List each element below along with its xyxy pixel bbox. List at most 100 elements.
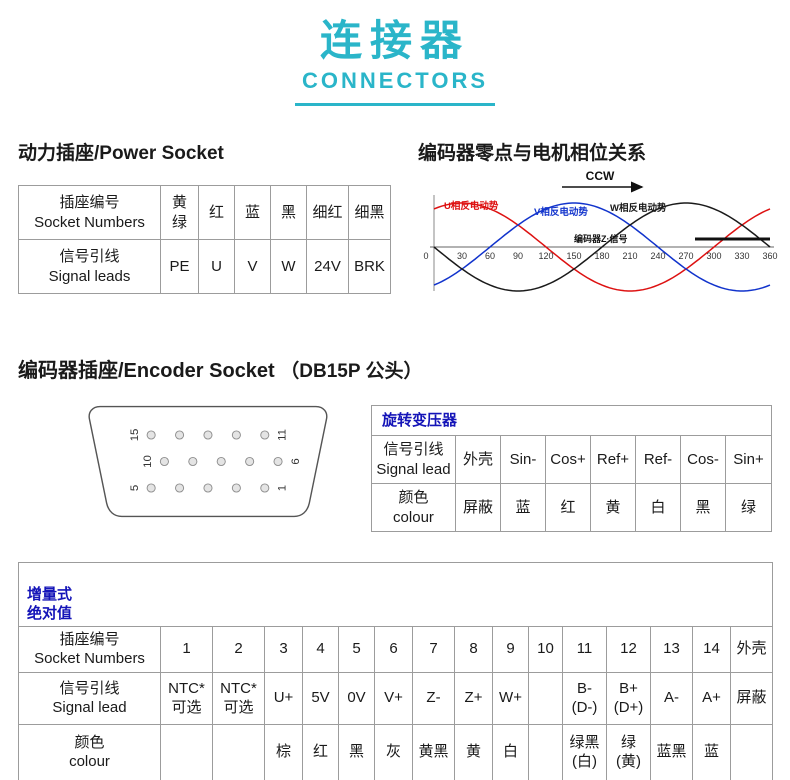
x-tick: 180: [594, 251, 609, 261]
table-cell: 屏蔽: [454, 483, 501, 533]
ccw-label: CCW: [586, 169, 615, 183]
table-cell: 白: [634, 483, 681, 533]
table-cell: 13: [650, 625, 693, 673]
table-cell: 红: [198, 185, 235, 241]
table-cell: 6: [374, 625, 413, 673]
table-cell: 黑: [679, 483, 726, 533]
table-cell: U+: [264, 671, 303, 725]
pin: [175, 430, 185, 440]
table-row: 信号引线 Signal lead NTC* 可选 NTC* 可选 U+ 5V 0…: [18, 671, 774, 725]
pin: [245, 457, 255, 467]
table-row: 插座编号 Socket Numbers 1 2 3 4 5 6 7 8 9 10…: [18, 625, 774, 673]
pin: [175, 483, 185, 493]
pin: [216, 457, 226, 467]
row-label: 信号引线 Signal lead: [370, 435, 456, 485]
table-cell: 8: [454, 625, 493, 673]
pin: [188, 457, 198, 467]
x-tick: 240: [650, 251, 665, 261]
table-cell: 灰: [374, 723, 413, 780]
pin: [231, 430, 241, 440]
row-label: 插座编号 Socket Numbers: [18, 185, 161, 241]
table-cell: Sin+: [724, 435, 773, 485]
table-cell: 蓝: [499, 483, 546, 533]
pin: [146, 430, 156, 440]
table-cell: 绿 (黄): [606, 723, 651, 780]
pin: [203, 430, 213, 440]
table-row: 增量式 绝对值: [17, 562, 774, 627]
table-cell: 10: [528, 625, 563, 673]
wave-w: [433, 202, 771, 292]
table-row: 信号引线 Signal leads PE U V W 24V BRK: [18, 239, 391, 295]
pin-label-15: 15: [129, 429, 141, 442]
table-cell: A+: [692, 671, 731, 725]
v-wave-label: V相反电动势: [534, 206, 588, 218]
table-cell: 11: [562, 625, 607, 673]
table-cell: [528, 671, 563, 725]
table-cell: 3: [264, 625, 303, 673]
phase-chart-svg: CCW 0 30 60 90 120 150 180 210 240 270: [423, 169, 778, 292]
table-cell: [528, 723, 563, 780]
table-cell: 蓝黑: [650, 723, 693, 780]
table-cell: 24V: [306, 239, 349, 295]
wave-u: [433, 202, 771, 292]
table-row: 信号引线 Signal lead 外壳 Sin- Cos+ Ref+ Ref- …: [370, 435, 773, 485]
pin: [231, 483, 241, 493]
origin-tick-label: 0: [423, 251, 428, 261]
table-row: 颜色 colour 棕 红 黑 灰 黄黑 黄 白 绿黑 (白) 绿 (黄) 蓝黑…: [18, 723, 774, 780]
row-label: 颜色 colour: [370, 483, 456, 533]
table-cell: [729, 723, 774, 780]
table-cell: Cos+: [544, 435, 591, 485]
table-cell: [212, 723, 265, 780]
db15-connector-drawing: 15 10 5 11 6 1: [88, 406, 328, 518]
row-label: 信号引线 Signal leads: [18, 239, 161, 295]
encoder-type-header: 增量式 绝对值: [17, 562, 774, 627]
pin: [203, 483, 213, 493]
table-row: 颜色 colour 屏蔽 蓝 红 黄 白 黑 绿: [370, 483, 773, 533]
table-cell: Cos-: [679, 435, 726, 485]
table-cell: 绿黑 (白): [562, 723, 607, 780]
page-header: 连接器 CONNECTORS: [0, 0, 790, 107]
table-cell: 1: [160, 625, 213, 673]
table-cell: BRK: [348, 239, 391, 295]
x-tick: 60: [485, 251, 495, 261]
x-tick: 210: [622, 251, 637, 261]
pin-label-1: 1: [277, 485, 289, 491]
table-cell: 外壳: [729, 625, 774, 673]
db15-outline: [88, 406, 328, 518]
table-cell: 蓝: [692, 723, 731, 780]
power-socket-table: 插座编号 Socket Numbers 黄 绿 红 蓝 黑 细红 细黑 信号引线…: [18, 185, 391, 295]
table-cell: Ref-: [634, 435, 681, 485]
power-socket-heading: 动力插座/Power Socket: [18, 143, 224, 165]
table-cell: V+: [374, 671, 413, 725]
page-title: 连接器: [319, 17, 470, 64]
row-label: 插座编号 Socket Numbers: [18, 625, 161, 673]
x-tick: 360: [762, 251, 777, 261]
table-cell: 黑: [338, 723, 375, 780]
table-row: 旋转变压器: [370, 405, 773, 437]
table-cell: NTC* 可选: [212, 671, 265, 725]
encoder-section: 15 10 5 11 6 1 旋转变压器 信号引线 Signal lead 外壳…: [0, 399, 790, 533]
table-cell: Ref+: [589, 435, 636, 485]
title-underline: [295, 103, 495, 107]
resolver-table: 旋转变压器 信号引线 Signal lead 外壳 Sin- Cos+ Ref+…: [370, 405, 773, 533]
pin-label-10: 10: [142, 455, 154, 468]
row-label: 信号引线 Signal lead: [18, 671, 161, 725]
table-cell: B+ (D+): [606, 671, 651, 725]
table-cell: U: [198, 239, 235, 295]
table-cell: 9: [492, 625, 529, 673]
x-tick: 270: [678, 251, 693, 261]
x-tick: 330: [734, 251, 749, 261]
power-socket-block: 动力插座/Power Socket 插座编号 Socket Numbers 黄 …: [18, 138, 391, 324]
pin: [159, 457, 169, 467]
pin-label-5: 5: [129, 485, 141, 491]
pin: [260, 483, 270, 493]
encoder-heading-main: 编码器插座/Encoder Socket: [18, 360, 275, 383]
table-cell: 红: [302, 723, 339, 780]
table-cell: Z-: [412, 671, 455, 725]
table-cell: 5V: [302, 671, 339, 725]
table-cell: W+: [492, 671, 529, 725]
table-cell: 黑: [270, 185, 307, 241]
resolver-table-title: 旋转变压器: [370, 405, 773, 437]
table-cell: PE: [160, 239, 199, 295]
type-label-incremental: 增量式: [27, 585, 73, 603]
